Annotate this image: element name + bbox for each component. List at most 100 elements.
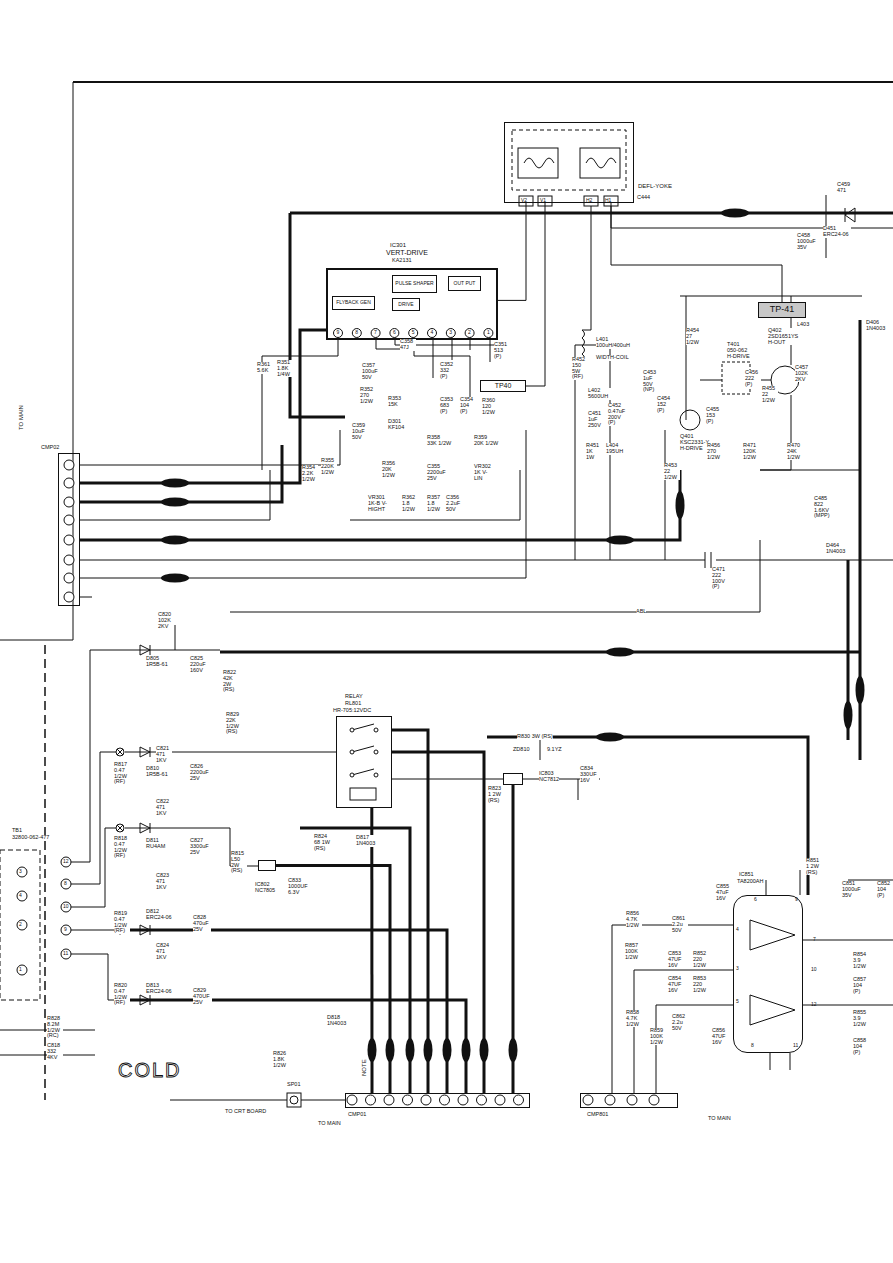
part-label: R852 220 1/2W: [693, 951, 709, 968]
part-label: D812 ERC24-06: [146, 909, 174, 921]
part-label: R362 1.8 1/2W: [402, 495, 418, 512]
pin-circle: [627, 1095, 637, 1105]
wire: [0, 82, 73, 640]
pin-circle: [334, 329, 343, 338]
part-label: D811 RU4AM: [146, 838, 168, 850]
pin-circle: [64, 535, 74, 545]
part-label: D464 1N4003: [826, 543, 848, 555]
dashed-boundary: [44, 645, 46, 1100]
node-text: RL801: [345, 701, 361, 707]
pin-circle: [458, 1095, 468, 1105]
pin-circle: [465, 329, 474, 338]
cable-marker: [424, 1038, 433, 1062]
wire: [90, 625, 220, 650]
cable-marker: [462, 1038, 471, 1062]
part-label: R361 5.6K: [257, 362, 273, 374]
part-label: TO MAIN: [318, 1121, 341, 1127]
part-label: R351 1.8K 1/4W: [277, 360, 293, 377]
pin-number: 2: [19, 922, 22, 927]
part-label: R356 20K 1/2W: [382, 461, 398, 478]
pin-circle: [290, 1096, 298, 1104]
part-label: R451 1K 1W: [586, 443, 602, 460]
part-label: ZD810: [513, 747, 530, 753]
rotated-note: TO MAIN: [18, 405, 24, 430]
part-label: WIDTH-COIL: [596, 355, 629, 361]
part-label: SP01: [287, 1082, 300, 1088]
part-label: R360 120 1/2W: [482, 398, 498, 415]
part-label: C853 47UF 16V: [668, 951, 684, 968]
part-label: R354 2.2K 1/2W: [302, 465, 318, 482]
wire: [680, 296, 862, 470]
pin-circle: [514, 1095, 524, 1105]
component-symbol: [140, 995, 150, 1005]
pin-number: 11: [793, 1043, 798, 1048]
pin-circle: [350, 773, 354, 777]
node-text: TB1: [12, 828, 22, 834]
part-label: C858 104 (P): [853, 1038, 869, 1055]
component-symbol: [524, 158, 616, 168]
pin-number: 4: [736, 927, 739, 932]
pin-number: 5: [412, 330, 415, 335]
part-label: C457 102K 2KV: [795, 365, 811, 382]
part-label: T401 050-062 H-DRIVE: [727, 342, 752, 359]
part-label: C456 222 (P): [745, 370, 761, 387]
part-label: C824 471 1KV: [156, 943, 172, 960]
part-label: D817 1N4003: [356, 835, 378, 847]
connector-wire: [611, 203, 782, 302]
wire: [0, 82, 893, 1100]
pin-circle: [64, 478, 74, 488]
pin-circle: [17, 867, 27, 877]
cable-marker: [596, 733, 624, 742]
wire: [170, 1100, 345, 1101]
dashed-boundary: [44, 645, 46, 1100]
part-label: R820 0.47 1/2W (RF): [114, 983, 130, 1006]
pin-number: H1: [605, 198, 611, 203]
node-text: IC803: [539, 771, 554, 777]
part-label: C825 220uF 160V: [190, 656, 208, 673]
connector-wire: [276, 866, 390, 1094]
part-label: R817 0.47 1/2W (RF): [114, 762, 130, 785]
part-label: C353 683 (P): [440, 397, 456, 414]
cable-marker: [406, 1038, 415, 1062]
node-text: IC301: [390, 242, 406, 248]
component-symbol: [680, 410, 700, 430]
part-label: C444: [637, 195, 650, 201]
connector-wire: [526, 203, 545, 386]
part-label: C355 2200uF 25V: [427, 464, 448, 481]
test-point-box: TP-41: [758, 302, 806, 318]
pin-number: V2: [521, 198, 527, 203]
pin-circle: [17, 965, 27, 975]
pin-number: 4: [431, 330, 434, 335]
part-label: D818 1N4003: [327, 1015, 349, 1027]
node-text: IC851: [739, 872, 754, 878]
pin-circle: [61, 857, 71, 867]
component-symbol: [0, 850, 40, 1000]
part-label: D301 KF104: [388, 419, 407, 431]
connector-strip: CMP02: [58, 453, 80, 606]
test-point-box: TP40: [480, 380, 526, 392]
cable-marker: [856, 676, 865, 704]
wire: [766, 870, 893, 1070]
pin-circle: [64, 573, 74, 583]
part-label: C855 47uF 16V: [716, 884, 732, 901]
node-text: NC7812: [539, 777, 559, 783]
pin-circle: [446, 329, 455, 338]
pin-circle: [61, 879, 71, 889]
pin-number: 7: [813, 937, 816, 942]
part-label: L404 195UH: [606, 443, 626, 455]
node-text: DEFL-YOKE: [638, 183, 672, 189]
part-label: C458 1000uF 35V: [797, 233, 818, 250]
connector-wire: [370, 808, 373, 1093]
part-label: R357 1.8 1/2W: [427, 495, 443, 512]
rotated-note: NOTE: [361, 1059, 367, 1076]
part-label: D451 ERC24-06: [823, 226, 851, 238]
pin-number: V1: [540, 198, 546, 203]
bus-wire: [487, 737, 808, 895]
pin-circle: [374, 773, 378, 777]
pin-number: 10: [63, 904, 69, 909]
pin-circle: [605, 1095, 615, 1105]
node-text: CMP01: [348, 1112, 366, 1118]
deflection-yoke-box: DEFL-YOKE: [504, 122, 634, 203]
wire: [80, 560, 893, 561]
bus-wire: [80, 213, 893, 1093]
